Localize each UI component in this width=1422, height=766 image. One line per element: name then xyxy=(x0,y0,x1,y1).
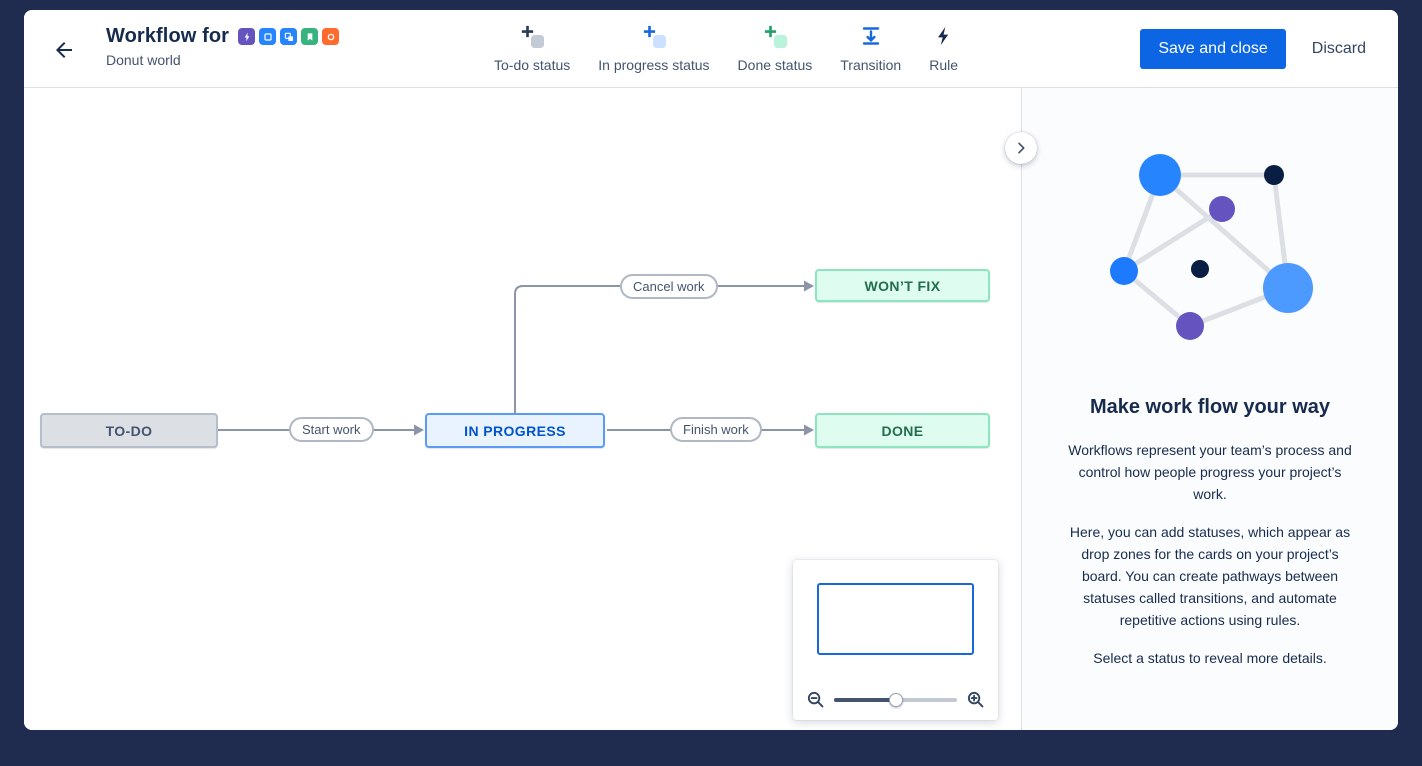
arrow-left-icon xyxy=(52,38,76,62)
back-button[interactable] xyxy=(48,34,80,66)
add-in-progress-status-icon xyxy=(641,23,667,49)
editor-toolbar: To-do status In progress status Done sta… xyxy=(494,23,958,73)
zoom-slider-handle[interactable] xyxy=(888,692,903,707)
chevron-right-icon xyxy=(1013,140,1029,156)
transition-cancel-work[interactable]: Cancel work xyxy=(620,274,718,299)
transition-finish-work[interactable]: Finish work xyxy=(670,417,762,442)
status-node-in-progress[interactable]: IN PROGRESS xyxy=(425,413,605,448)
magnifier-plus-icon xyxy=(966,690,985,709)
network-illustration xyxy=(1095,143,1325,358)
add-rule-label: Rule xyxy=(929,57,959,73)
add-in-progress-status-label: In progress status xyxy=(598,57,710,73)
add-in-progress-status-button[interactable]: In progress status xyxy=(598,23,710,73)
add-transition-button[interactable]: Transition xyxy=(840,23,901,73)
story-icon xyxy=(301,28,319,45)
project-icons xyxy=(238,28,340,45)
add-todo-status-icon xyxy=(519,23,545,49)
zoom-in-button[interactable] xyxy=(966,690,985,709)
workflow-canvas[interactable]: TO-DO IN PROGRESS WON’T FIX DONE Start w… xyxy=(24,88,1021,730)
header-actions: Save and close Discard xyxy=(1140,10,1366,88)
magnifier-minus-icon xyxy=(806,690,825,709)
info-panel: Make work flow your way Workflows repres… xyxy=(1021,88,1398,730)
panel-body: Workflows represent your team’s process … xyxy=(1066,439,1354,669)
transition-start-work[interactable]: Start work xyxy=(289,417,374,442)
add-done-status-icon xyxy=(762,23,788,49)
epic-icon xyxy=(238,28,256,45)
zoom-out-button[interactable] xyxy=(806,690,825,709)
status-label: TO-DO xyxy=(105,422,153,439)
project-name: Donut world xyxy=(106,52,181,68)
panel-paragraph: Workflows represent your team’s process … xyxy=(1068,442,1352,502)
add-rule-button[interactable]: Rule xyxy=(929,23,958,73)
save-and-close-button[interactable]: Save and close xyxy=(1140,29,1286,69)
panel-heading: Make work flow your way xyxy=(1089,396,1331,418)
status-label: IN PROGRESS xyxy=(464,422,566,439)
task-icon xyxy=(259,28,277,45)
discard-button[interactable]: Discard xyxy=(1311,40,1366,57)
minimap xyxy=(793,560,998,720)
add-todo-status-button[interactable]: To-do status xyxy=(494,23,570,73)
status-node-wont-fix[interactable]: WON’T FIX xyxy=(815,269,990,302)
panel-paragraph: Here, you can add statuses, which appear… xyxy=(1069,524,1351,628)
header: Workflow for xyxy=(24,10,1398,88)
add-done-status-button[interactable]: Done status xyxy=(737,23,813,73)
workflow-editor-window: Workflow for xyxy=(24,10,1398,730)
title-block: Workflow for xyxy=(106,25,340,68)
zoom-slider-fill xyxy=(834,697,896,702)
content: TO-DO IN PROGRESS WON’T FIX DONE Start w… xyxy=(24,88,1398,730)
page-title: Workflow for xyxy=(106,25,230,47)
transition-icon xyxy=(858,23,884,49)
zoom-slider[interactable] xyxy=(834,692,957,707)
subtask-icon xyxy=(280,28,298,45)
minimap-viewport[interactable] xyxy=(817,583,974,655)
status-node-done[interactable]: DONE xyxy=(815,413,990,448)
rule-bolt-icon xyxy=(931,23,957,49)
status-label: WON’T FIX xyxy=(864,277,941,294)
status-node-todo[interactable]: TO-DO xyxy=(40,413,218,448)
zoom-controls xyxy=(793,690,998,720)
add-todo-status-label: To-do status xyxy=(494,57,571,73)
status-label: DONE xyxy=(881,422,924,439)
panel-paragraph: Select a status to reveal more details. xyxy=(1093,650,1327,666)
add-transition-label: Transition xyxy=(840,57,902,73)
add-done-status-label: Done status xyxy=(737,57,813,73)
bug-icon xyxy=(322,28,340,45)
collapse-panel-button[interactable] xyxy=(1005,132,1037,164)
